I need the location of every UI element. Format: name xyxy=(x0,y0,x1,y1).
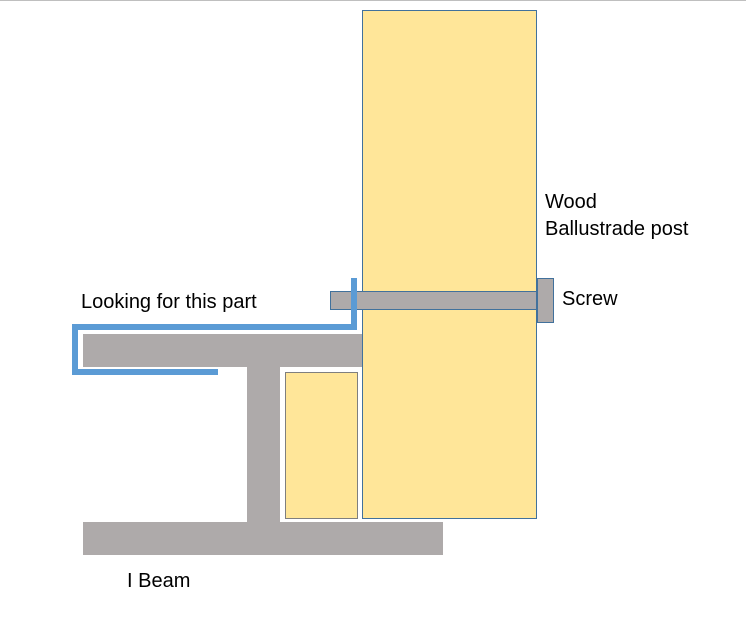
screw-head xyxy=(537,278,554,323)
wood-spacer-block xyxy=(285,372,358,519)
screw xyxy=(330,278,554,323)
wood-ballustrade-post xyxy=(362,10,537,519)
i-beam-web xyxy=(247,367,280,523)
wood-post-label-line2: Ballustrade post xyxy=(545,218,689,240)
wood-post-label: Wood Ballustrade post xyxy=(545,189,688,243)
looking-for-part-label: Looking for this part xyxy=(81,291,257,313)
bracket-outline xyxy=(72,278,357,375)
screw-label: Screw xyxy=(562,288,618,310)
i-beam-bottom-flange xyxy=(83,522,443,555)
wood-post-label-line1: Wood xyxy=(545,191,597,213)
screw-shaft xyxy=(330,291,537,310)
i-beam-label: I Beam xyxy=(127,570,191,592)
